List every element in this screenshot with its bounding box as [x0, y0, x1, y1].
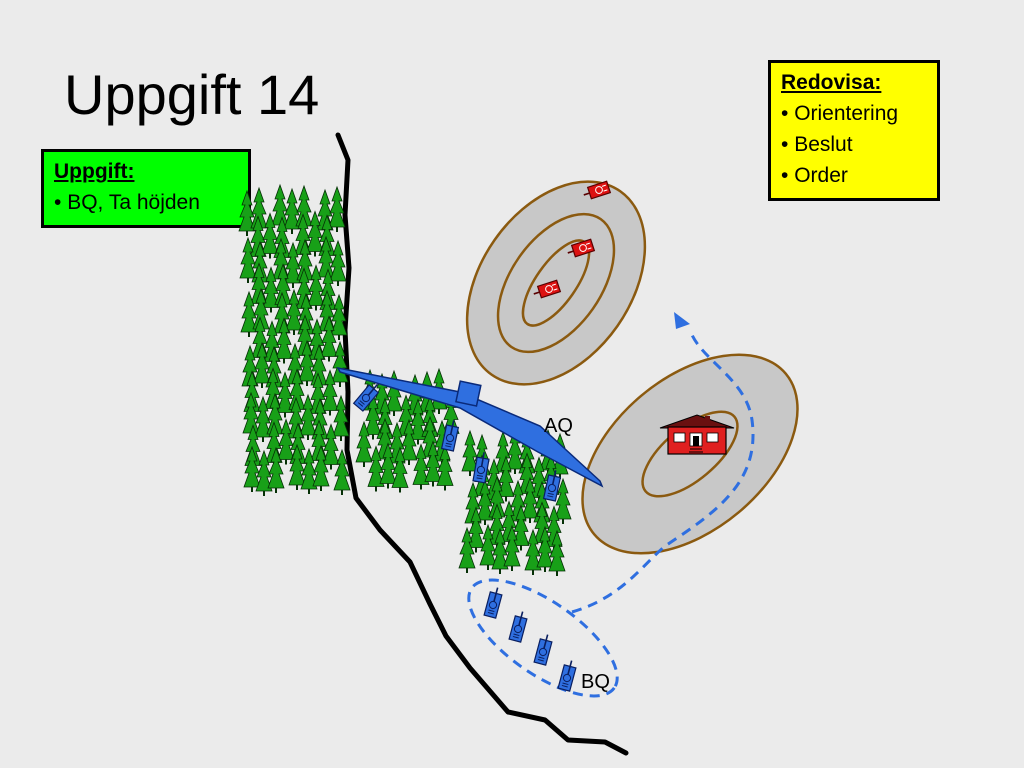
tree-icon	[239, 237, 257, 284]
report-item-orientering: Orientering	[781, 98, 927, 129]
label-bq: BQ	[581, 671, 610, 693]
report-item-order: Order	[781, 160, 927, 191]
report-item-beslut: Beslut	[781, 129, 927, 160]
friendly-tank-icon	[483, 585, 505, 619]
friendly-unit-bq	[483, 585, 579, 692]
friendly-tank-icon	[533, 632, 555, 666]
attack-arrowhead	[674, 312, 690, 329]
report-heading: Redovisa:	[781, 71, 882, 94]
unit-bq-outline	[467, 578, 619, 698]
friendly-tank-icon	[508, 609, 530, 643]
task-heading: Uppgift:	[54, 160, 135, 183]
tree-icon	[328, 186, 346, 233]
friendly-tank-icon	[557, 658, 579, 692]
task-item: BQ, Ta höjden	[54, 187, 238, 218]
label-aq: AQ	[544, 415, 573, 437]
tree-icon	[243, 446, 261, 493]
forest-left	[238, 184, 351, 497]
task-box: Uppgift: BQ, Ta höjden	[41, 149, 251, 228]
report-box: Redovisa: Orientering Beslut Order	[768, 60, 940, 201]
page-title: Uppgift 14	[64, 63, 320, 126]
road	[335, 132, 629, 756]
attack-route	[571, 329, 755, 614]
house-icon	[659, 414, 735, 455]
bridge-icon	[336, 366, 604, 488]
